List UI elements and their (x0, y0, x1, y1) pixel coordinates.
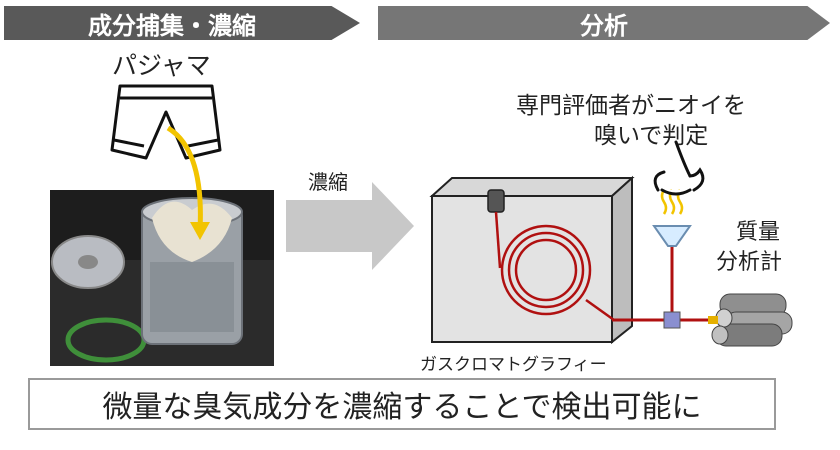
concentrate-arrow (286, 182, 414, 270)
pajama-pants-icon (110, 84, 222, 160)
pajama-label: パジャマ (112, 51, 211, 80)
mass-spectrometer-icon (708, 293, 793, 347)
summary-banner: 微量な臭気成分を濃縮することで検出可能に (28, 378, 776, 430)
nose-icon (653, 140, 705, 196)
phase-collection-header: 成分捕集・濃縮 (4, 6, 360, 40)
phase-collection-label: 成分捕集・濃縮 (88, 11, 256, 40)
evaluator-label-line1: 専門評価者がニオイを (516, 93, 746, 119)
sniff-port-icon (652, 189, 692, 247)
phase-analysis-header: 分析 (378, 6, 830, 40)
evaluator-label-line2: 嗅いで判定 (594, 123, 709, 149)
mass-spec-label-line2: 分析計 (716, 250, 783, 275)
mass-spec-label-line1: 質量 (736, 220, 781, 245)
concentrate-label: 濃縮 (308, 170, 348, 194)
gas-chromatograph-icon (429, 175, 635, 345)
transfer-arrow (166, 125, 210, 240)
splitter-icon (663, 311, 681, 329)
sample-jar-photo (50, 190, 274, 366)
gas-chromatography-label: ガスクロマトグラフィー (420, 355, 607, 375)
summary-text: 微量な臭気成分を濃縮することで検出可能に (102, 390, 702, 425)
phase-analysis-label: 分析 (580, 11, 628, 40)
